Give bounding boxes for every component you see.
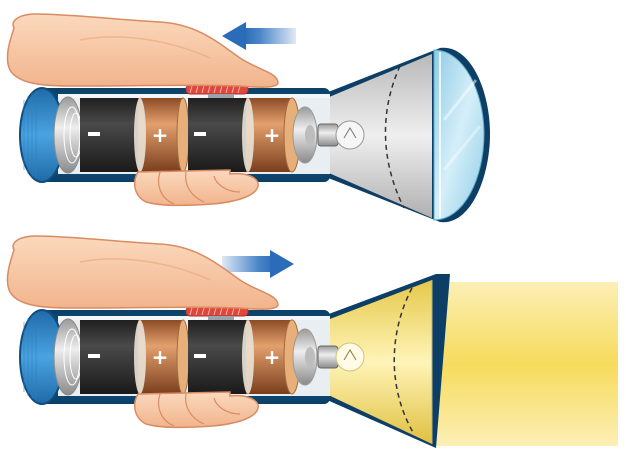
flashlight-head <box>318 47 490 223</box>
bulb-icon <box>317 342 365 372</box>
flashlight-head <box>318 274 450 448</box>
hand-icon <box>6 235 279 310</box>
arrow-left-icon <box>222 22 296 50</box>
hand-icon <box>6 13 279 88</box>
panel-on <box>6 235 618 448</box>
hand-icon <box>133 391 259 429</box>
hand-icon <box>133 169 259 207</box>
panel-off <box>6 13 490 223</box>
light-beam <box>432 282 618 446</box>
arrow-right-icon <box>222 250 294 278</box>
bulb-icon <box>317 120 365 150</box>
negative-labels <box>88 132 100 136</box>
